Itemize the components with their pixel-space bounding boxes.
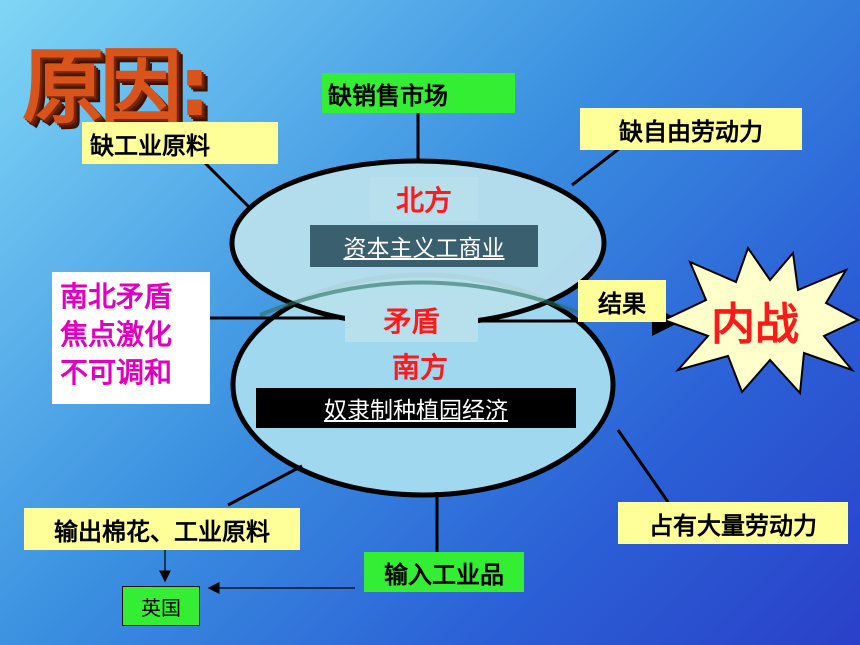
box-import: 输入工业品 <box>364 552 524 592</box>
box-result: 结果 <box>578 280 666 322</box>
war-outcome: 内战 <box>711 299 799 350</box>
south-arc-overlap <box>259 280 586 317</box>
line-labor <box>571 146 621 187</box>
box-has-labor: 占有大量劳动力 <box>618 502 848 544</box>
line-export <box>227 464 303 507</box>
conflict-line-3: 不可调和 <box>60 356 173 389</box>
north-label: 北方 <box>370 177 478 221</box>
conflict-line-2: 焦点激化 <box>60 318 173 351</box>
conflict-description: 南北矛盾 焦点激化 不可调和 <box>52 272 210 404</box>
box-no-free-labor: 缺自由劳动力 <box>580 108 802 150</box>
box-no-raw-material: 缺工业原料 <box>82 122 278 164</box>
line-has-labor <box>616 429 670 503</box>
war-starburst <box>661 245 860 396</box>
line-raw <box>198 156 252 210</box>
title: 原因: <box>22 40 211 135</box>
conflict-line-1: 南北矛盾 <box>60 280 173 313</box>
conflict-label: 矛盾 <box>345 298 478 342</box>
box-no-market: 缺销售市场 <box>322 73 515 113</box>
south-economy: 奴隶制种植园经济 <box>256 388 576 428</box>
box-england: 英国 <box>122 586 200 626</box>
box-export: 输出棉花、工业原料 <box>24 508 300 550</box>
south-label: 南方 <box>391 351 448 384</box>
north-economy: 资本主义工商业 <box>310 225 538 267</box>
